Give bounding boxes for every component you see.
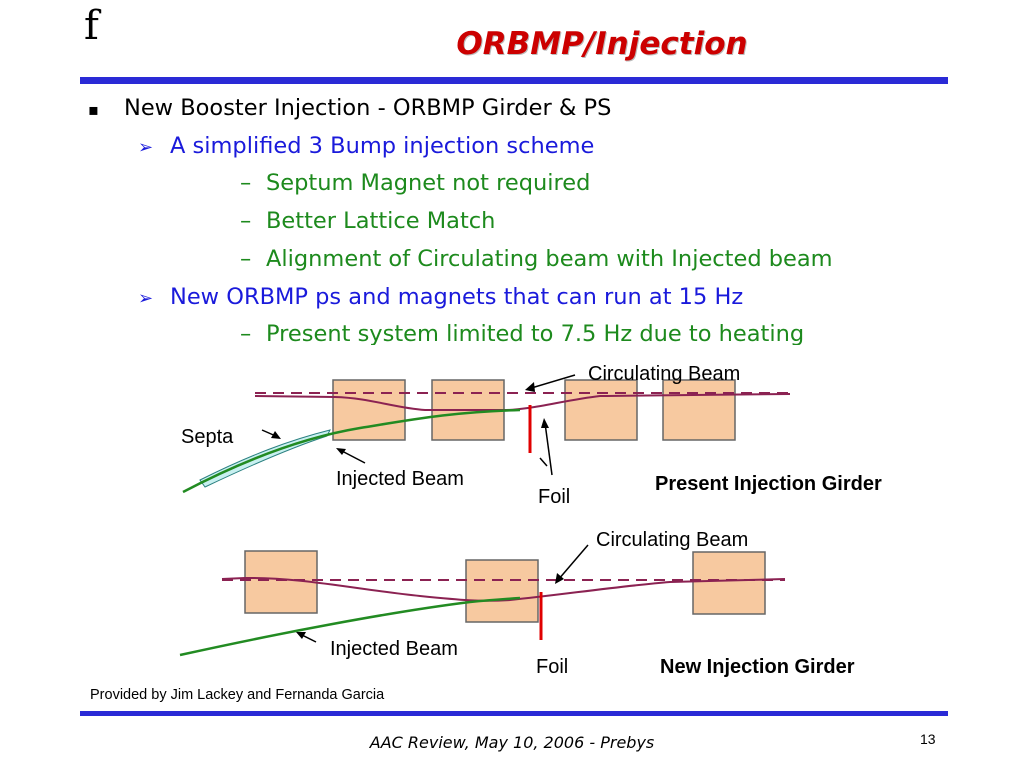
arrowhead [271,431,281,439]
square-bullet-icon: ▪ [88,100,99,119]
pointer-arrow [539,457,548,467]
footer-text: AAC Review, May 10, 2006 - Prebys [369,733,655,752]
bullet-text: Septum Magnet not required [266,170,591,196]
circulating-beam-label: Circulating Beam [596,529,748,551]
bullet-text: Better Lattice Match [266,208,496,234]
magnet-block [465,559,539,623]
pointer-arrow [339,449,366,464]
injected-beam-path [182,408,521,494]
girder-caption: New Injection Girder [660,656,855,678]
septa-label: Septa [181,426,234,448]
bullet-text: A simplified 3 Bump injection scheme [170,133,595,159]
footer-divider [80,711,948,716]
injected-beam-label: Injected Beam [336,468,464,490]
magnet-block [662,379,736,441]
arrowhead [555,573,564,584]
arrow-bullet-icon: ➢ [138,137,154,158]
magnet-block [564,379,638,441]
dash-bullet-icon: – [240,321,252,347]
bullet-level1: ▪ New Booster Injection - ORBMP Girder & … [88,93,611,125]
injected-beam-label: Injected Beam [330,638,458,660]
girder-caption: Present Injection Girder [655,473,882,495]
circulating-beam-label: Circulating Beam [588,363,740,385]
present-injection-girder: Circulating Beam Septa Injected Beam Foi… [181,363,882,508]
arrowhead [525,382,535,392]
pointer-arrow [544,422,553,476]
bullet-level2: ➢ A simplified 3 Bump injection scheme [138,131,594,163]
injection-girder-diagram: Circulating Beam Septa Injected Beam Foi… [150,345,950,685]
foil-label: Foil [536,656,568,678]
arrow-bullet-icon: ➢ [138,288,154,309]
pointer-arrow [527,374,576,390]
injected-beam-path [179,596,521,657]
bullet-level3: –Present system limited to 7.5 Hz due to… [240,319,804,349]
new-injection-girder: Circulating Beam Injected Beam Foil New … [179,529,855,678]
bullet-text: New ORBMP ps and magnets that can run at… [170,284,744,310]
bullet-level3: –Better Lattice Match [240,206,495,236]
bullet-level2: ➢ New ORBMP ps and magnets that can run a… [138,282,743,314]
dash-bullet-icon: – [240,208,252,234]
circulating-beam-path [254,393,791,411]
page-number: 13 [920,731,936,747]
dash-bullet-icon: – [240,170,252,196]
foil-label: Foil [538,486,570,508]
circulating-beam-path [221,576,786,602]
arrowhead [541,418,549,428]
bullet-level3: –Alignment of Circulating beam with Inje… [240,244,833,274]
credit-note: Provided by Jim Lackey and Fernanda Garc… [90,687,385,703]
magnet-block [692,551,766,615]
bullet-text: Alignment of Circulating beam with Injec… [266,246,833,272]
arrowhead [336,448,346,455]
bullet-text: New Booster Injection - ORBMP Girder & P… [124,95,612,121]
arrowhead [296,632,306,639]
bullet-text: Present system limited to 7.5 Hz due to … [266,321,805,347]
bullet-level3: –Septum Magnet not required [240,168,590,198]
slide-title: ORBMP/Injection [456,26,748,62]
pointer-arrow [557,544,589,581]
dash-bullet-icon: – [240,246,252,272]
fermilab-logo: f [84,3,99,49]
title-divider [80,77,948,84]
